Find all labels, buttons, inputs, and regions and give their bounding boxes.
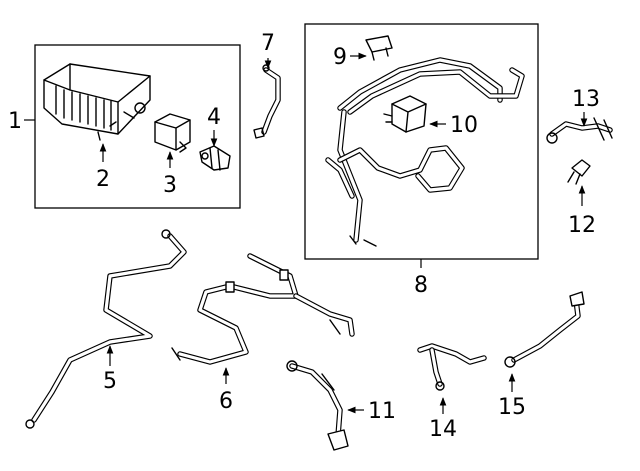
- part-13-fitting[interactable]: [546, 117, 613, 144]
- part-15-hose[interactable]: [504, 291, 585, 368]
- part-6-tube[interactable]: [171, 253, 355, 365]
- callout-2: 2: [96, 167, 110, 192]
- part-4-purge-valve[interactable]: [199, 145, 231, 171]
- callout-11: 11: [368, 399, 396, 424]
- callout-3: 3: [163, 173, 177, 198]
- callout-7: 7: [261, 31, 275, 56]
- callout-5: 5: [103, 369, 117, 394]
- group-box-canister: [34, 44, 241, 209]
- callout-4: 4: [207, 105, 221, 130]
- part-12-sensor[interactable]: [567, 159, 591, 185]
- part-3-sensor[interactable]: [154, 113, 191, 153]
- part-11-hose[interactable]: [286, 360, 349, 451]
- part-14-sensor-lead[interactable]: [417, 343, 487, 391]
- callout-13: 13: [572, 87, 600, 112]
- part-7-hose[interactable]: [253, 64, 281, 139]
- callout-8: 8: [414, 273, 428, 298]
- part-5-tube[interactable]: [25, 229, 187, 429]
- callout-10: 10: [450, 113, 478, 138]
- part-10-solenoid[interactable]: [383, 95, 427, 133]
- callout-6: 6: [219, 389, 233, 414]
- callout-9: 9: [333, 45, 347, 70]
- part-8-vacuum-harness[interactable]: [325, 57, 525, 247]
- part-2-vapor-canister[interactable]: [43, 63, 151, 141]
- part-9-connector[interactable]: [365, 35, 393, 61]
- callout-15: 15: [498, 395, 526, 420]
- callout-14: 14: [429, 417, 457, 442]
- callout-12: 12: [568, 213, 596, 238]
- callout-1: 1: [8, 109, 22, 134]
